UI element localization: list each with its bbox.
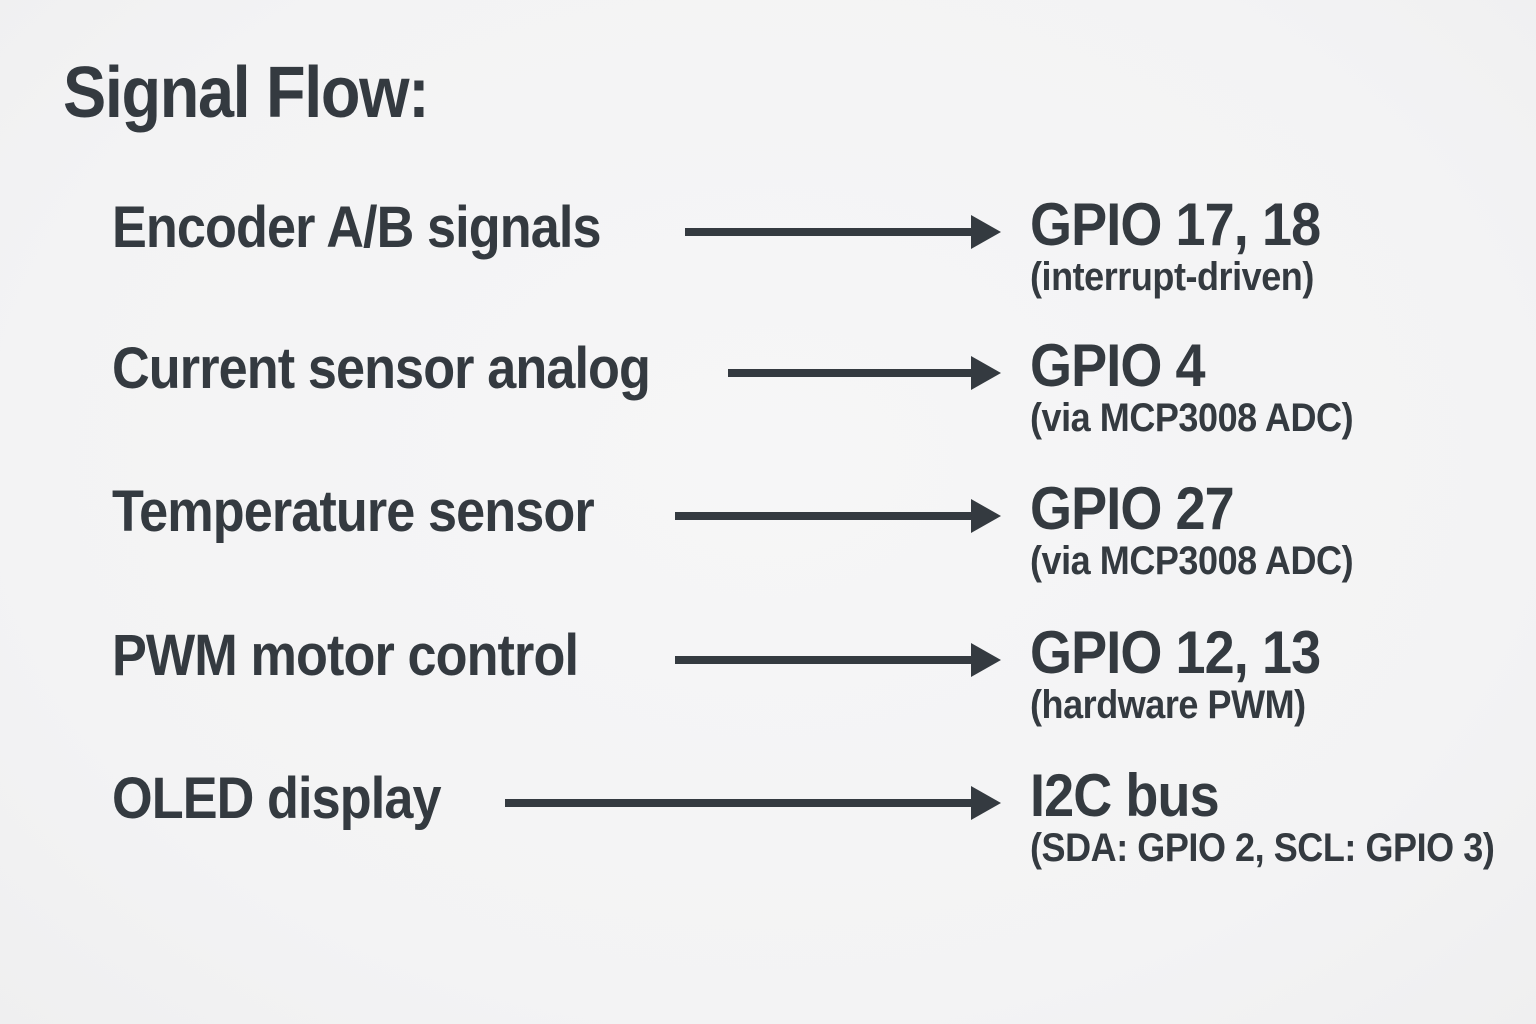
- gpio-pin-label: GPIO 27: [1030, 475, 1235, 542]
- gpio-pin-label: GPIO 4: [1030, 332, 1206, 399]
- signal-destination: I2C bus (SDA: GPIO 2, SCL: GPIO 3): [1030, 762, 1536, 871]
- signal-destination: GPIO 17, 18 (interrupt-driven): [1030, 191, 1536, 300]
- gpio-pin-detail: (interrupt-driven): [1030, 255, 1314, 299]
- gpio-pin-detail: (via MCP3008 ADC): [1030, 539, 1354, 583]
- gpio-pin-label: GPIO 17, 18: [1030, 191, 1321, 258]
- signal-source-label: Encoder A/B signals: [112, 195, 601, 260]
- arrow-head-icon: [971, 356, 1001, 390]
- arrow-line: [685, 228, 977, 236]
- signal-destination: GPIO 12, 13 (hardware PWM): [1030, 619, 1536, 728]
- signal-destination: GPIO 27 (via MCP3008 ADC): [1030, 475, 1536, 584]
- signal-source-label: OLED display: [112, 766, 441, 831]
- arrow-line: [728, 369, 977, 377]
- gpio-pin-detail: (via MCP3008 ADC): [1030, 396, 1354, 440]
- signal-source-label: Current sensor analog: [112, 336, 651, 401]
- gpio-pin-detail: (hardware PWM): [1030, 683, 1306, 727]
- arrow-line: [675, 656, 977, 664]
- arrow-line: [505, 799, 977, 807]
- gpio-pin-detail: (SDA: GPIO 2, SCL: GPIO 3): [1030, 826, 1495, 870]
- arrow-line: [675, 512, 977, 520]
- arrow-head-icon: [971, 786, 1001, 820]
- signal-source-label: Temperature sensor: [112, 479, 595, 544]
- arrow-head-icon: [971, 215, 1001, 249]
- page-title: Signal Flow:: [63, 53, 430, 133]
- signal-source-label: PWM motor control: [112, 623, 579, 688]
- arrow-head-icon: [971, 499, 1001, 533]
- gpio-pin-label: GPIO 12, 13: [1030, 619, 1321, 686]
- gpio-pin-label: I2C bus: [1030, 762, 1220, 829]
- signal-destination: GPIO 4 (via MCP3008 ADC): [1030, 332, 1536, 441]
- arrow-head-icon: [971, 643, 1001, 677]
